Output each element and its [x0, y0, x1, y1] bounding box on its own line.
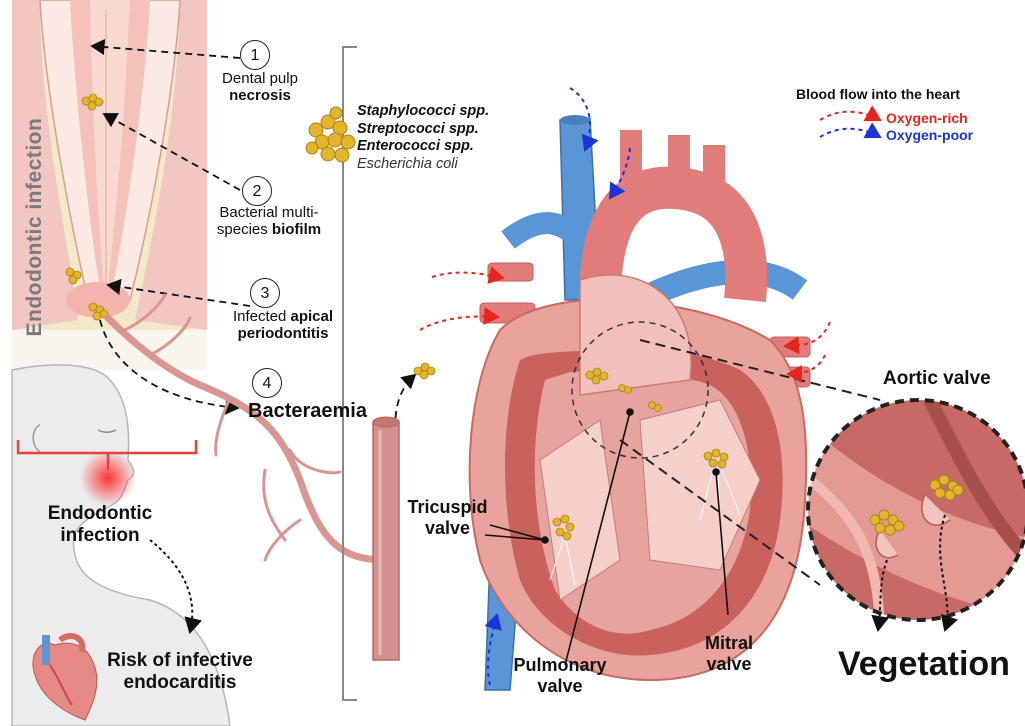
- step-1-number: 1: [240, 40, 270, 70]
- bacteria-item: Streptococci spp.: [357, 121, 489, 139]
- patient-risk-label: Risk of infective endocarditis: [90, 650, 270, 694]
- bacteria-item: Staphylococci spp.: [357, 103, 489, 121]
- heart-illustration: [470, 115, 810, 690]
- step-3-text: Infected: [233, 308, 286, 325]
- patient-infection-label: Endodontic infection: [30, 503, 170, 547]
- step-4-label: Bacteraemia: [248, 400, 367, 423]
- step-3-number: 3: [250, 278, 280, 308]
- bacteria-in-blood: [414, 363, 435, 379]
- aortic-valve-label: Aortic valve: [883, 368, 991, 390]
- step-2-number: 2: [242, 176, 272, 206]
- vegetation-label: Vegetation: [838, 645, 1010, 684]
- side-label: Endodontic infection: [23, 112, 47, 342]
- legend-title: Blood flow into the heart: [796, 86, 960, 102]
- step-1-label: Dental pulp necrosis: [200, 70, 320, 105]
- aortic-valve-zoom: [800, 400, 1025, 640]
- legend-item-oxygen-rich: Oxygen-rich: [886, 110, 968, 126]
- step-4-number: 4: [252, 368, 282, 398]
- blood-vessel-column: [373, 422, 399, 660]
- step-1-text: Dental pulp: [222, 70, 298, 87]
- bacteria-cluster-icon: [306, 107, 355, 162]
- bacteria-item: Enterococci spp.: [357, 138, 489, 156]
- tricuspid-valve-label: Tricuspid valve: [400, 497, 495, 538]
- bacteria-item: Escherichia coli: [357, 156, 489, 174]
- mitral-valve-label: Mitral valve: [695, 633, 763, 674]
- legend-item-oxygen-poor: Oxygen-poor: [886, 127, 973, 143]
- step-1-bold: necrosis: [229, 87, 291, 104]
- step-2-label: Bacterial multi-species biofilm: [205, 204, 333, 239]
- step-3-label: Infected apical periodontitis: [218, 308, 348, 343]
- bacteria-list: Staphylococci spp. Streptococci spp. Ent…: [357, 103, 489, 173]
- pulmonary-valve-label: Pulmonary valve: [505, 655, 615, 696]
- step-2-bold: biofilm: [272, 221, 321, 238]
